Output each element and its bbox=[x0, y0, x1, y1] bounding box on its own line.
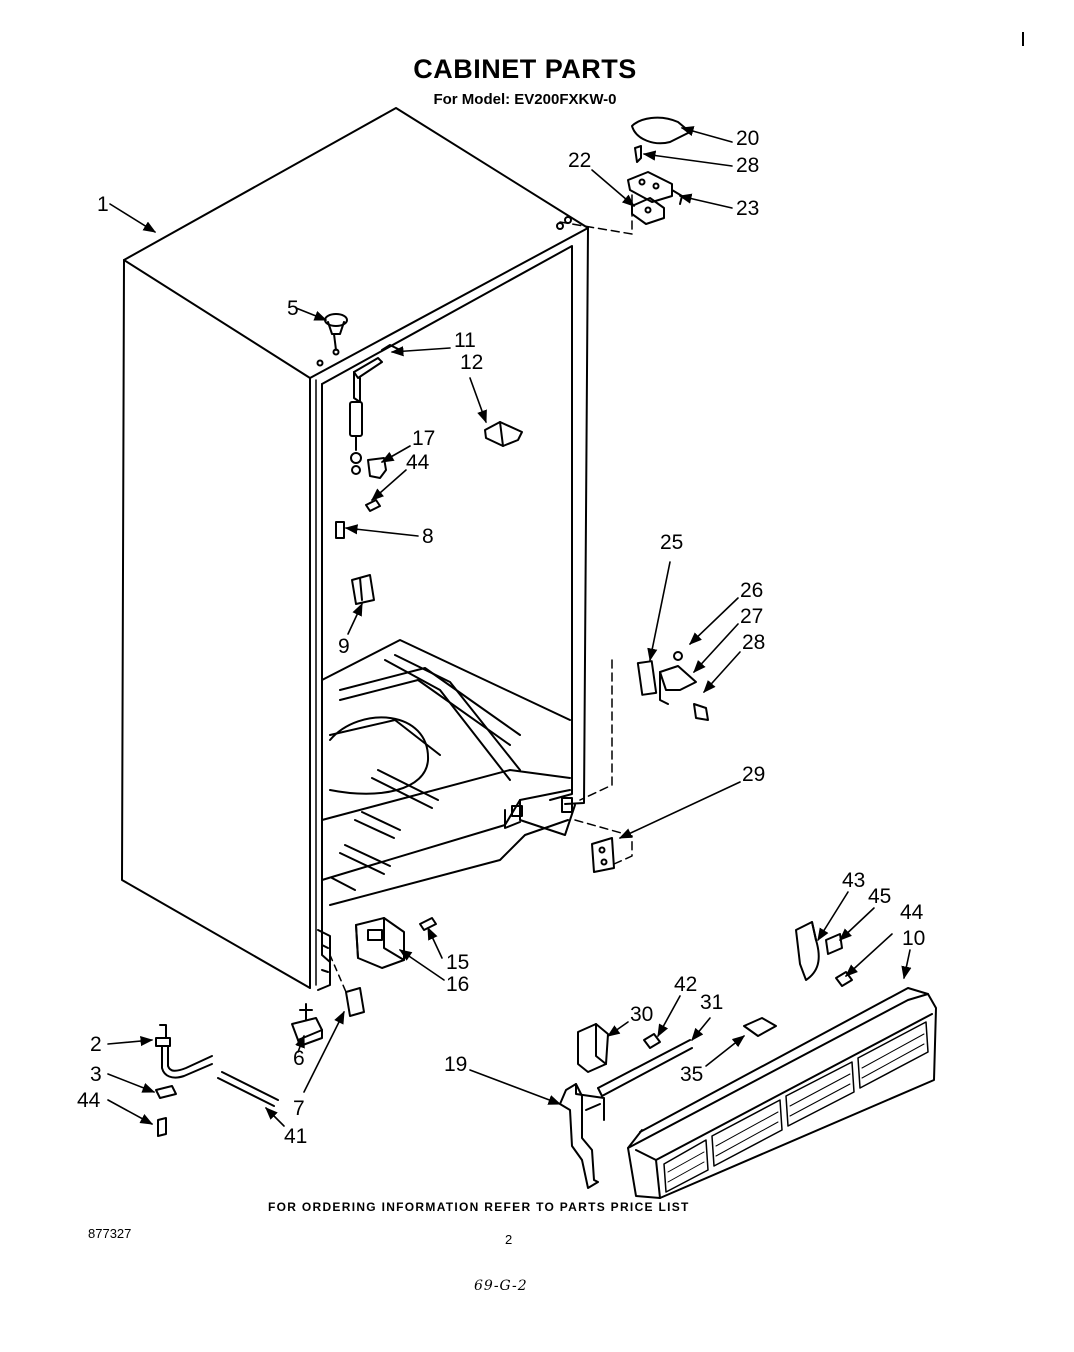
part-44-drain-screw bbox=[157, 1117, 167, 1137]
callout-25: 25 bbox=[660, 531, 684, 554]
part-2-drain-tube bbox=[155, 1024, 213, 1079]
document-number: 877327 bbox=[88, 1226, 132, 1241]
callout-10: 10 bbox=[902, 927, 926, 950]
callout-5: 5 bbox=[287, 297, 299, 320]
callout-2: 2 bbox=[90, 1033, 102, 1056]
callout-8: 8 bbox=[422, 525, 434, 548]
part-42-screw bbox=[643, 1033, 661, 1049]
part-19-hinge-bracket bbox=[559, 1083, 605, 1189]
callout-27: 27 bbox=[740, 605, 764, 628]
page-edge-mark bbox=[1022, 32, 1024, 46]
part-8-clip bbox=[335, 521, 345, 539]
part-6-leveling-leg bbox=[291, 1003, 323, 1047]
part-light-socket bbox=[349, 401, 363, 475]
handwritten-code: 69-G-2 bbox=[474, 1278, 528, 1294]
callout-44: 44 bbox=[900, 901, 924, 924]
model-subtitle: For Model: EV200FXKW-0 bbox=[433, 91, 617, 108]
leader-lines bbox=[107, 126, 912, 1127]
callout-23: 23 bbox=[736, 197, 760, 220]
callout-42: 42 bbox=[674, 973, 698, 996]
callout-28: 28 bbox=[742, 631, 766, 654]
part-16-bracket bbox=[355, 917, 405, 969]
part-43-bracket bbox=[795, 921, 820, 981]
callout-22: 22 bbox=[568, 149, 592, 172]
lower-left-corner-bracket bbox=[317, 929, 331, 991]
callout-12: 12 bbox=[460, 351, 484, 374]
callout-9: 9 bbox=[338, 635, 350, 658]
callout-19: 19 bbox=[444, 1053, 468, 1076]
middle-hinge-assembly bbox=[579, 651, 709, 801]
part-29-hinge-plate bbox=[574, 819, 633, 873]
callout-29: 29 bbox=[742, 763, 766, 786]
part-30-bracket bbox=[577, 1023, 609, 1073]
callout-43: 43 bbox=[842, 869, 866, 892]
page-number: 2 bbox=[505, 1232, 513, 1247]
part-7-block bbox=[329, 954, 365, 1017]
callout-28: 28 bbox=[736, 154, 760, 177]
part-9-switch bbox=[351, 574, 375, 605]
part-3-clamp bbox=[155, 1085, 177, 1099]
callout-26: 26 bbox=[740, 579, 764, 602]
part-35-cap bbox=[743, 1017, 777, 1037]
callout-11: 11 bbox=[454, 329, 476, 352]
part-31-rod bbox=[597, 1039, 693, 1097]
callout-30: 30 bbox=[630, 1003, 654, 1026]
callout-16: 16 bbox=[446, 973, 470, 996]
callout-7: 7 bbox=[293, 1097, 305, 1120]
part-15-screw bbox=[419, 917, 437, 931]
callout-45: 45 bbox=[868, 885, 892, 908]
callout-6: 6 bbox=[293, 1047, 305, 1070]
callout-31: 31 bbox=[700, 991, 724, 1014]
callout-44: 44 bbox=[77, 1089, 101, 1112]
callout-20: 20 bbox=[736, 127, 760, 150]
part-5-plug bbox=[324, 313, 348, 356]
callout-44: 44 bbox=[406, 451, 430, 474]
part-12-bracket bbox=[484, 421, 523, 447]
top-hinge-assembly bbox=[559, 116, 691, 235]
part-10-toe-grille bbox=[627, 987, 937, 1199]
callout-3: 3 bbox=[90, 1063, 102, 1086]
callout-41: 41 bbox=[284, 1125, 308, 1148]
callout-15: 15 bbox=[446, 951, 470, 974]
callout-1: 1 bbox=[97, 193, 109, 216]
part-45-clip bbox=[825, 933, 843, 955]
callout-35: 35 bbox=[680, 1063, 704, 1086]
part-41-rod bbox=[217, 1071, 279, 1107]
page-title: CABINET PARTS bbox=[413, 54, 637, 84]
part-44-grille-screw bbox=[835, 971, 853, 987]
cabinet-shell bbox=[121, 107, 589, 989]
cabinet-floor bbox=[321, 639, 576, 906]
part-44-screw bbox=[365, 499, 381, 512]
ordering-note: FOR ORDERING INFORMATION REFER TO PARTS … bbox=[268, 1200, 690, 1214]
callout-17: 17 bbox=[412, 427, 436, 450]
